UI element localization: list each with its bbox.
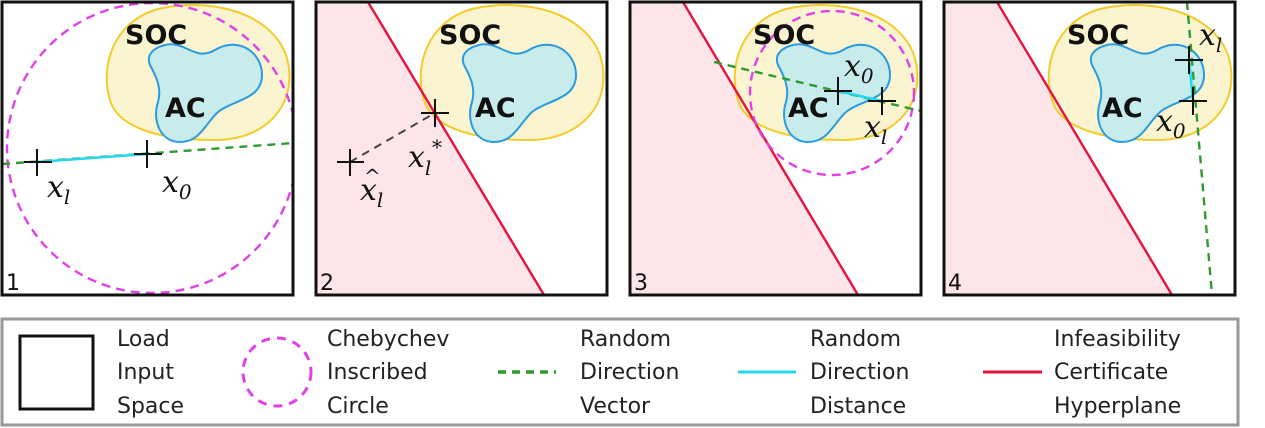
random-direction-vector xyxy=(713,60,921,113)
ac-region xyxy=(775,43,892,144)
infeasible-region xyxy=(630,2,858,295)
point-marker xyxy=(1175,46,1207,115)
legend-text: Input xyxy=(117,360,174,385)
chebychev-circle xyxy=(748,9,916,177)
ac-region xyxy=(147,43,264,144)
point-label: xl xyxy=(47,170,70,209)
load-input-space-box xyxy=(942,0,1237,297)
legend-swatch-circle xyxy=(241,336,313,408)
soc-label: SOC xyxy=(125,20,187,51)
point-label: xl xyxy=(360,173,383,212)
legend-swatch-square xyxy=(18,334,95,411)
legend-text: Infeasibility xyxy=(1054,327,1181,352)
panel-1: SOC AC xl x0 1 xyxy=(0,0,295,297)
legend: Load Input Space Chebychev Inscribed Cir… xyxy=(0,317,1240,427)
legend-text: Random xyxy=(810,327,901,352)
point-label: xl xyxy=(1199,18,1222,57)
load-input-space-box xyxy=(314,0,609,297)
panel-number: 4 xyxy=(948,271,962,296)
star-accent: * xyxy=(432,135,442,159)
point-label: xl xyxy=(864,110,887,149)
ac-region xyxy=(1089,43,1206,144)
legend-text: Chebychev xyxy=(327,327,449,352)
point-marker xyxy=(24,140,162,176)
legend-text: Direction xyxy=(810,360,909,385)
point-marker xyxy=(824,77,896,115)
random-direction-vector xyxy=(1185,2,1214,295)
load-input-space-box xyxy=(0,0,295,297)
soc-label: SOC xyxy=(439,20,501,51)
ac-region xyxy=(461,43,578,144)
point-label: x0 xyxy=(162,165,192,204)
legend-text: Vector xyxy=(580,394,651,419)
panel-2: SOC AC xl ^ xl * 2 xyxy=(314,0,609,297)
point-marker xyxy=(337,99,449,176)
point-label: x0 xyxy=(844,49,874,88)
random-direction-distance xyxy=(36,152,148,164)
legend-text: Inscribed xyxy=(327,360,428,385)
ac-label: AC xyxy=(165,93,206,124)
legend-text: Direction xyxy=(580,360,679,385)
infeasible-region xyxy=(944,2,1172,295)
panel-4: SOC AC xl x0 4 xyxy=(942,0,1237,297)
ac-label: AC xyxy=(475,93,516,124)
legend-text: Certificate xyxy=(1054,360,1168,385)
infeasibility-hyperplane xyxy=(366,2,546,295)
legend-text: Distance xyxy=(810,394,906,419)
projection-line xyxy=(349,112,436,163)
panel-3: SOC AC x0 xl 3 xyxy=(628,0,923,297)
load-input-space-box xyxy=(628,0,923,297)
legend-text: Load xyxy=(117,327,170,352)
ac-label: AC xyxy=(788,93,829,124)
ac-label: AC xyxy=(1102,93,1143,124)
legend-text: Space xyxy=(117,394,184,419)
legend-text: Random xyxy=(580,327,671,352)
legend-item-infeasibility-hyperplane: Infeasibility Certificate Hyperplane xyxy=(983,327,1181,419)
legend-item-random-direction-vector: Random Direction Vector xyxy=(498,327,679,419)
hat-accent: ^ xyxy=(364,164,381,188)
legend-item-random-direction-distance: Random Direction Distance xyxy=(738,327,909,419)
legend-item-load-input-space: Load Input Space xyxy=(18,327,184,419)
random-direction-distance xyxy=(837,89,883,103)
point-label: x0 xyxy=(1156,104,1186,143)
soc-label: SOC xyxy=(753,20,815,51)
point-label: xl xyxy=(408,140,431,180)
infeasible-region xyxy=(316,2,544,295)
legend-text: Circle xyxy=(327,394,389,419)
infeasibility-hyperplane xyxy=(995,2,1174,295)
panel-number: 2 xyxy=(320,271,334,296)
legend-text: Hyperplane xyxy=(1054,394,1181,419)
panel-number: 1 xyxy=(6,271,20,296)
soc-label: SOC xyxy=(1067,20,1129,51)
legend-item-chebychev-circle: Chebychev Inscribed Circle xyxy=(241,327,449,419)
panel-number: 3 xyxy=(634,271,648,296)
